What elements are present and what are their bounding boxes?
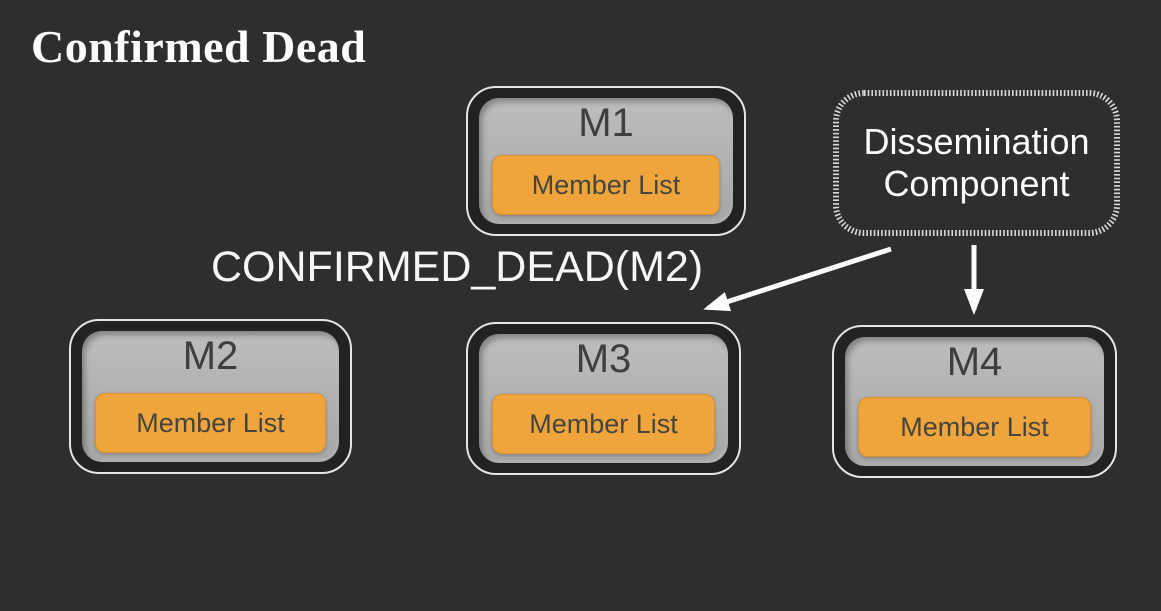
node-m4-member-list: Member List xyxy=(858,397,1091,457)
node-m3: M3 Member List xyxy=(466,322,741,475)
slide-title: Confirmed Dead xyxy=(31,21,367,72)
node-m4: M4 Member List xyxy=(832,325,1117,478)
dissemination-component-box: Dissemination Component xyxy=(831,88,1122,238)
node-m3-member-list: Member List xyxy=(492,394,715,454)
confirmed-dead-message-label: CONFIRMED_DEAD(M2) xyxy=(211,243,704,291)
node-m1: M1 Member List xyxy=(466,86,746,236)
arrow-to-m3 xyxy=(703,246,892,312)
node-m4-body: M4 Member List xyxy=(845,337,1104,466)
hatched-border xyxy=(833,90,1120,236)
node-m1-member-list: Member List xyxy=(492,155,720,215)
node-m2-member-list: Member List xyxy=(95,393,326,453)
node-m2-label: M2 xyxy=(182,334,239,378)
node-m2-body: M2 Member List xyxy=(82,331,339,462)
node-m1-body: M1 Member List xyxy=(479,98,733,224)
node-m1-label: M1 xyxy=(578,101,634,145)
node-m2: M2 Member List xyxy=(69,319,352,474)
dissemination-component-label: Dissemination Component xyxy=(863,120,1090,204)
node-m3-label: M3 xyxy=(575,337,632,381)
node-m4-label: M4 xyxy=(946,340,1003,384)
node-m3-body: M3 Member List xyxy=(479,334,728,463)
